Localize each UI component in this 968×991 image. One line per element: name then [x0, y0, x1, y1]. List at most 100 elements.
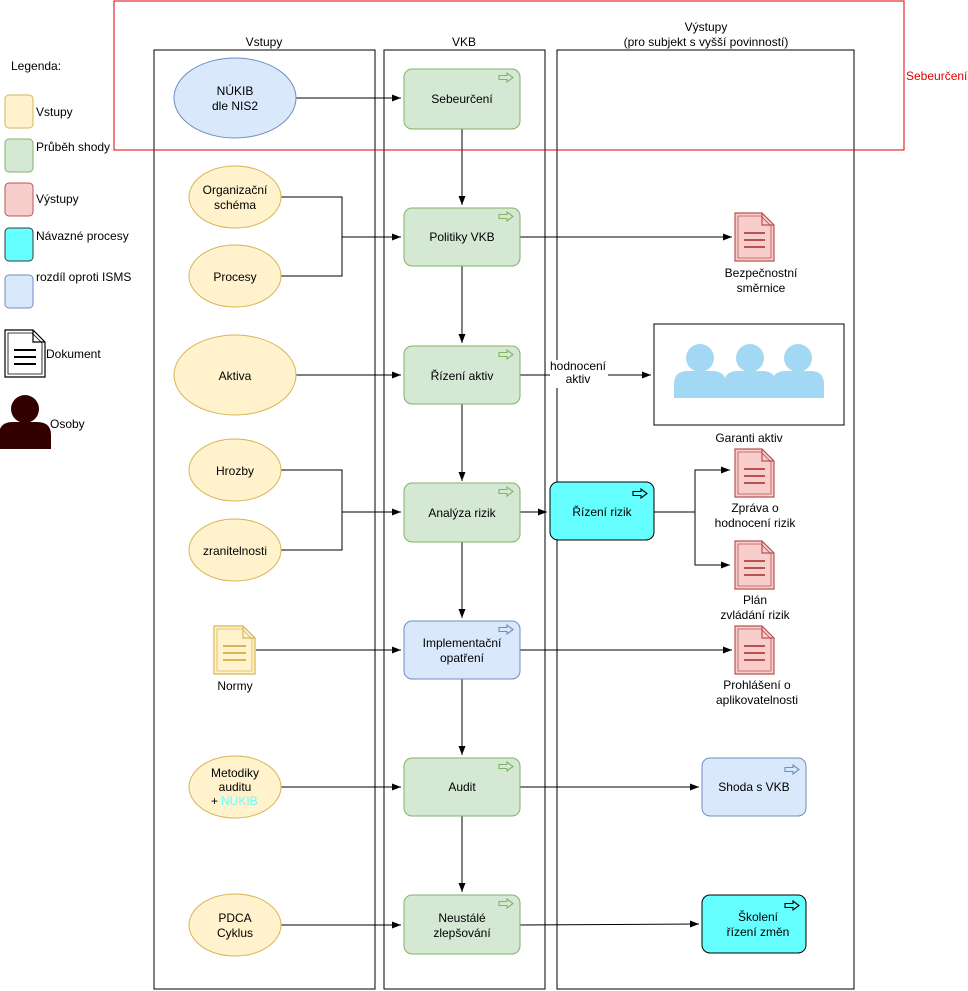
output-garanti-aktiv[interactable]: Garanti aktiv [653, 323, 845, 445]
normy-document-icon [213, 625, 256, 675]
input-zranitelnosti[interactable]: zranitelnosti [188, 518, 282, 582]
step-sebeurceni[interactable]: Sebeurčení [403, 68, 521, 130]
input-nukib[interactable]: NÚKIB dle NIS2 [173, 57, 297, 139]
output-garanti-label: Garanti aktiv [715, 431, 782, 445]
column-inputs [153, 49, 376, 990]
persons-group-icon [674, 344, 824, 398]
legend: Legenda: Vstupy Průběh shody Výstupy Náv… [0, 59, 131, 449]
legend-swatch-related [4, 227, 34, 262]
output-bezp-line2: směrnice [737, 281, 786, 295]
legend-swatch-compliance [4, 138, 34, 173]
legend-label-isms-diff: rozdíl oproti ISMS [36, 270, 131, 284]
output-prohlaseni-line2: aplikovatelnosti [716, 693, 798, 707]
input-pdca[interactable]: PDCA Cyklus [188, 893, 282, 957]
sebeurceni-highlight-frame [113, 0, 905, 151]
step-sebeurceni-label: Sebeurčení [431, 92, 493, 106]
step-politiky-label: Politiky VKB [429, 230, 494, 244]
legend-label-compliance: Průběh shody [36, 140, 110, 154]
output-zprava-line1: Zpráva o [731, 501, 779, 515]
process-rizeni-rizik-label: Řízení rizik [572, 504, 632, 519]
output-shoda-vkb[interactable]: Shoda s VKB [701, 757, 807, 817]
input-metodiky-plus: + [211, 794, 218, 808]
column-vkb [383, 49, 546, 990]
skoleni-arrow-icon [784, 899, 800, 912]
input-aktiva-label: Aktiva [219, 369, 252, 383]
input-metodiky[interactable]: Metodiky auditu + NÚKIB [188, 755, 282, 819]
input-nukib-line1: NÚKIB [217, 83, 254, 98]
step-neustale-line1: Neustálé [438, 911, 486, 925]
legend-label-inputs: Vstupy [36, 105, 73, 119]
output-plan-line1: Plán [743, 593, 767, 607]
input-procesy[interactable]: Procesy [188, 244, 282, 308]
step-audit[interactable]: Audit [403, 757, 521, 817]
input-org-schema[interactable]: Organizační schéma [188, 165, 282, 229]
connectors [256, 94, 732, 929]
rizeni-rizik-arrow-icon [632, 487, 648, 500]
legend-swatch-outputs [4, 182, 34, 217]
output-skoleni-line1: Školení [738, 909, 779, 924]
edge-label-line2: aktiv [566, 372, 591, 386]
person-icon [0, 395, 51, 449]
legend-swatch-isms-diff [4, 274, 34, 309]
column-outputs-title: Výstupy [685, 20, 728, 34]
output-bezpecnostni-smernice[interactable]: Bezpečnostní směrnice [725, 212, 798, 295]
input-pdca-line1: PDCA [218, 911, 251, 925]
process-rizeni-rizik[interactable]: Řízení rizik [549, 481, 655, 541]
input-org-line2: schéma [214, 198, 256, 212]
output-plan-line2: zvládání rizik [720, 608, 790, 622]
shoda-arrow-icon [784, 763, 800, 776]
bezp-document-icon [734, 212, 775, 262]
edge-label-bg [550, 360, 608, 388]
input-procesy-label: Procesy [213, 270, 256, 284]
input-org-line1: Organizační [203, 183, 268, 197]
input-hrozby-label: Hrozby [216, 464, 254, 478]
step-rizeni-aktiv[interactable]: Řízení aktiv [403, 345, 521, 405]
legend-label-persons: Osoby [50, 417, 85, 431]
legend-label-outputs: Výstupy [36, 192, 79, 206]
legend-swatch-inputs [4, 94, 34, 129]
input-normy[interactable]: Normy [213, 625, 256, 693]
legend-label-document: Dokument [46, 347, 101, 361]
prohlaseni-document-icon [734, 625, 775, 675]
input-pdca-line2: Cyklus [217, 926, 253, 940]
plan-document-icon [734, 540, 775, 590]
output-prohlaseni[interactable]: Prohlášení o aplikovatelnosti [716, 625, 798, 707]
input-zranitelnosti-label: zranitelnosti [203, 544, 267, 558]
output-shoda-label: Shoda s VKB [718, 780, 789, 794]
output-zprava-hodnoceni[interactable]: Zpráva o hodnocení rizik [715, 448, 797, 530]
input-metodiky-nukib: NÚKIB [221, 793, 258, 808]
step-analyza-label: Analýza rizik [428, 506, 496, 520]
step-implementacni-line1: Implementační [423, 636, 502, 650]
step-politiky[interactable]: Politiky VKB [403, 207, 521, 267]
input-nukib-line2: dle NIS2 [212, 99, 258, 113]
step-implementacni-opatreni[interactable]: Implementační opatření [403, 620, 521, 680]
column-inputs-title: Vstupy [246, 35, 283, 49]
step-rizeni-aktiv-label: Řízení aktiv [431, 368, 494, 383]
step-implementacni-line2: opatření [440, 651, 485, 665]
legend-title: Legenda: [11, 59, 61, 73]
input-aktiva[interactable]: Aktiva [173, 334, 297, 416]
input-hrozby[interactable]: Hrozby [188, 438, 282, 502]
step-neustale-zlepsovani[interactable]: Neustálé zlepšování [403, 894, 521, 955]
document-icon [4, 329, 46, 378]
step-audit-label: Audit [448, 780, 476, 794]
legend-label-related: Návazné procesy [36, 229, 129, 243]
input-metodiky-line2: auditu [219, 780, 252, 794]
output-zprava-line2: hodnocení rizik [715, 516, 797, 530]
column-outputs-subtitle: (pro subjekt s vyšší povinností) [624, 35, 789, 49]
input-metodiky-line1: Metodiky [211, 766, 259, 780]
sebeurceni-highlight-label: Sebeurčení [906, 69, 968, 83]
step-neustale-line2: zlepšování [433, 926, 491, 940]
step-analyza-rizik[interactable]: Analýza rizik [403, 482, 521, 543]
output-prohlaseni-line1: Prohlášení o [723, 678, 791, 692]
output-skoleni-line2: řízení změn [727, 925, 790, 939]
step-implementacni-arrow-icon [498, 623, 514, 636]
column-vkb-title: VKB [452, 35, 476, 49]
output-plan-zvladani[interactable]: Plán zvládání rizik [720, 540, 791, 622]
output-bezp-line1: Bezpečnostní [725, 266, 798, 280]
zprava-document-icon [734, 448, 775, 498]
output-skoleni[interactable]: Školení řízení změn [701, 894, 807, 954]
input-normy-label: Normy [217, 679, 252, 693]
edge-label-line1: hodnocení [550, 359, 607, 373]
